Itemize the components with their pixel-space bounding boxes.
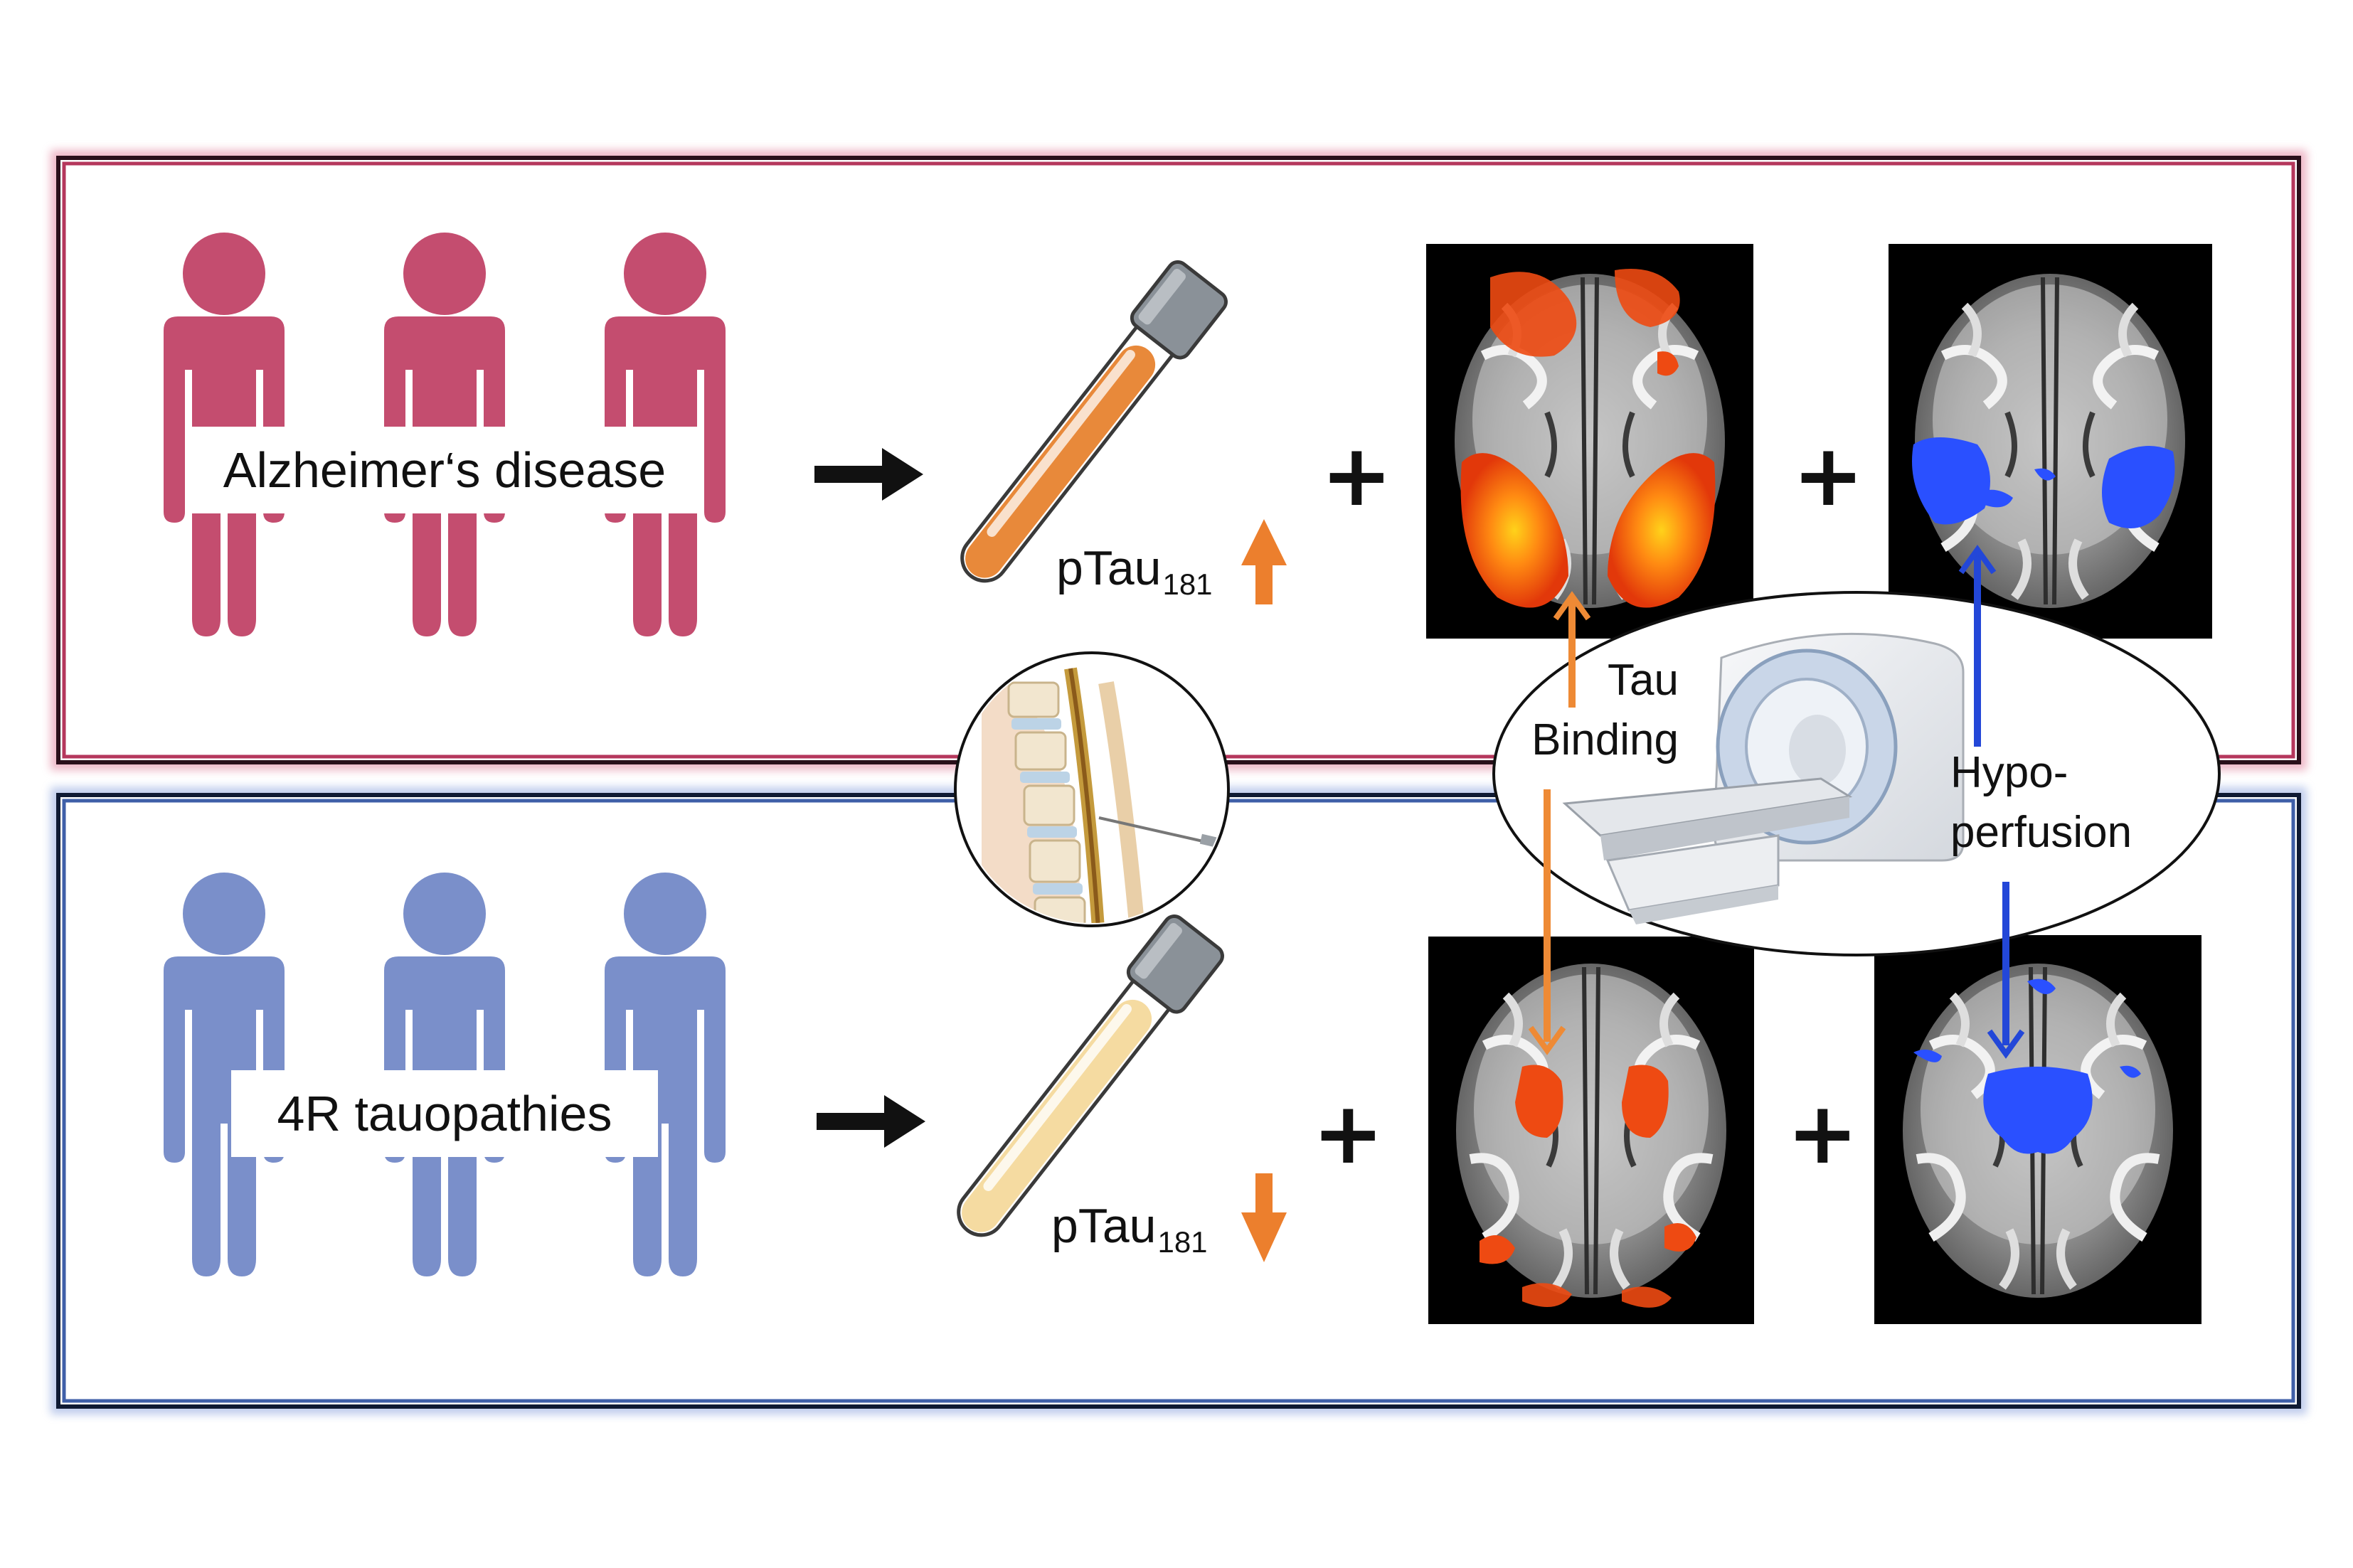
plus-sign: + xyxy=(1787,1084,1859,1183)
ptau-down-arrow xyxy=(1241,1173,1287,1262)
hypoperfusion-arrow-up xyxy=(1958,545,1997,747)
ad-flow-arrow xyxy=(814,448,923,501)
tau-binding-line1: Tau xyxy=(1608,656,1679,705)
plus-sign: + xyxy=(1792,427,1864,526)
fourr-ptau-main: pTau xyxy=(1051,1199,1157,1253)
fourr-flow-arrow xyxy=(817,1095,925,1148)
pet-scanner-icon xyxy=(1562,632,1965,924)
ad-ptau-label: pTau181 xyxy=(1056,540,1213,602)
tau-binding-line2: Binding xyxy=(1531,715,1679,764)
tau-binding-label: Tau Binding xyxy=(1522,651,1679,769)
brain-scan-image xyxy=(1889,244,2212,639)
plus-sign: + xyxy=(1312,1084,1384,1183)
plus-sign: + xyxy=(1321,427,1393,526)
fourr-ptau-label: pTau181 xyxy=(1051,1198,1208,1259)
brain-scan-image xyxy=(1428,937,1754,1324)
brain-scan-image xyxy=(1426,244,1753,639)
fourr-group-label: 4R tauopathies xyxy=(231,1070,658,1157)
hypoperfusion-label: Hypo- perfusion xyxy=(1950,743,2132,862)
tau-binding-arrow-up xyxy=(1553,591,1591,708)
tau-binding-arrow-down xyxy=(1528,789,1566,1055)
fourr-ptau-sub: 181 xyxy=(1157,1225,1208,1259)
hypoperfusion-line2: perfusion xyxy=(1950,807,2132,857)
blood-tube-icon xyxy=(960,260,1228,583)
brain-scan-image xyxy=(1874,935,2201,1324)
lumbar-puncture-icon xyxy=(954,651,1230,927)
hypoperfusion-line1: Hypo- xyxy=(1950,748,2068,797)
blood-tube-icon xyxy=(957,914,1224,1237)
ad-ptau-sub: 181 xyxy=(1162,567,1213,601)
ad-group-label: Alzheimer‘s disease xyxy=(188,427,701,513)
hypoperfusion-arrow-down xyxy=(1987,882,2025,1059)
ptau-up-arrow xyxy=(1241,519,1287,604)
ad-ptau-main: pTau xyxy=(1056,541,1162,595)
